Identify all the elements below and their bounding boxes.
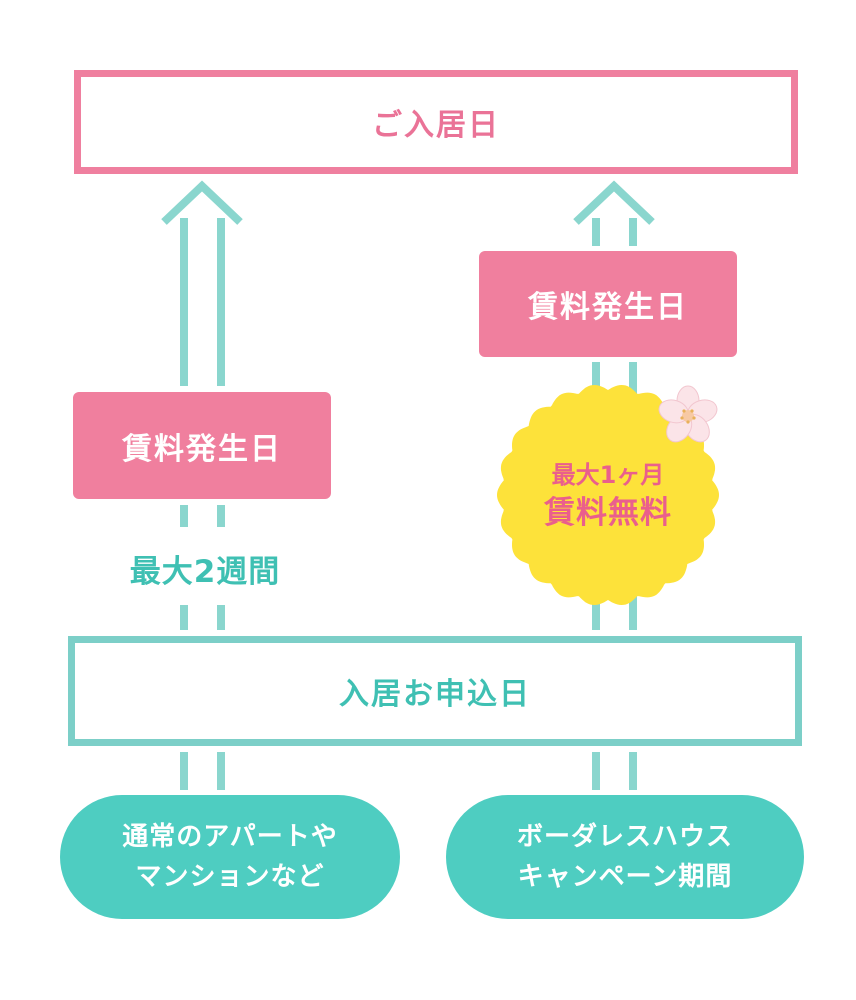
normal-apartment-pill: 通常のアパートや マンションなど [60,795,400,919]
application-date-label: 入居お申込日 [339,677,531,712]
move-in-date-label: ご入居日 [372,108,500,143]
normal-pill-line-1: 通常のアパートや [122,822,338,852]
application-date-box: 入居お申込日 [68,636,802,746]
left-up-arrow-icon [161,180,243,790]
campaign-pill-line-2: キャンペーン期間 [517,862,733,892]
free-rent-badge [497,385,719,605]
rent-start-date-box-right: 賃料発生日 [479,251,737,357]
free-rent-badge-text: 最大1ヶ月 賃料無料 [498,447,718,547]
normal-pill-line-2: マンションなど [135,862,325,892]
rent-start-date-box-left: 賃料発生日 [73,392,331,499]
campaign-pill-line-1: ボーダレスハウス [516,822,733,852]
max-two-weeks-label: 最大2週間 [129,553,281,590]
move-in-date-box: ご入居日 [74,70,798,174]
rent-start-label-right: 賃料発生日 [528,290,688,325]
borderless-campaign-pill: ボーダレスハウス キャンペーン期間 [446,795,804,919]
badge-line-1: 最大1ヶ月 [551,461,665,489]
badge-line-2: 賃料無料 [544,495,672,531]
sakura-flower-icon [658,385,718,443]
rent-start-label-left: 賃料発生日 [122,431,282,467]
